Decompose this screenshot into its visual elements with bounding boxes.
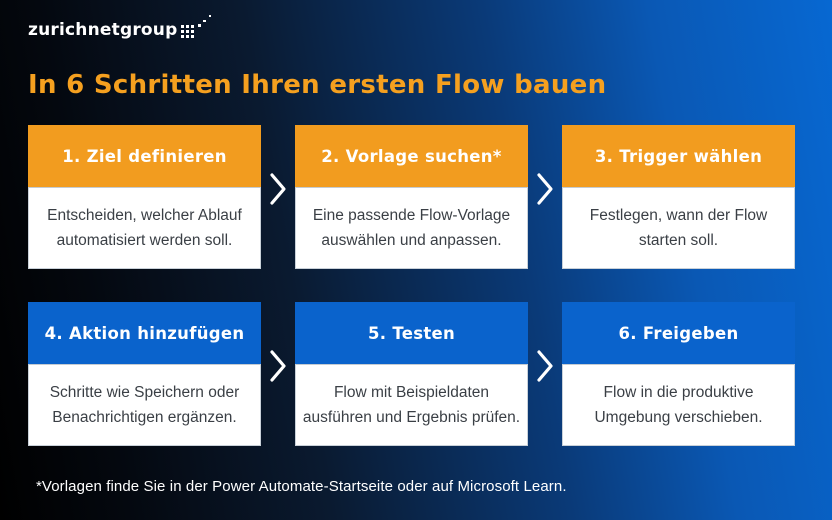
- step-2-description: Eine passende Flow-Vorlage auswählen und…: [295, 187, 528, 269]
- step-card-4: 4. Aktion hinzufügen Schritte wie Speich…: [28, 302, 261, 446]
- step-6-title: 6. Freigeben: [562, 302, 795, 364]
- chevron-right-icon: [261, 125, 295, 269]
- page-title: In 6 Schritten Ihren ersten Flow bauen: [28, 70, 607, 100]
- step-4-title: 4. Aktion hinzufügen: [28, 302, 261, 364]
- step-1-description: Entscheiden, welcher Ablauf automatisier…: [28, 187, 261, 269]
- step-5-title: 5. Testen: [295, 302, 528, 364]
- step-2-title: 2. Vorlage suchen*: [295, 125, 528, 187]
- step-3-title: 3. Trigger wählen: [562, 125, 795, 187]
- step-3-description: Festlegen, wann der Flow starten soll.: [562, 187, 795, 269]
- logo: zurichnetgroup: [28, 0, 795, 40]
- chevron-right-icon: [261, 302, 295, 446]
- step-card-5: 5. Testen Flow mit Beispieldaten ausführ…: [295, 302, 528, 446]
- step-card-1: 1. Ziel definieren Entscheiden, welcher …: [28, 125, 261, 269]
- steps-row-1: 1. Ziel definieren Entscheiden, welcher …: [28, 125, 795, 269]
- step-5-description: Flow mit Beispieldaten ausführen und Erg…: [295, 364, 528, 446]
- step-6-description: Flow in die produktive Umgebung verschie…: [562, 364, 795, 446]
- pixel-trail-icon: [181, 14, 217, 40]
- chevron-right-icon: [528, 125, 562, 269]
- step-card-3: 3. Trigger wählen Festlegen, wann der Fl…: [562, 125, 795, 269]
- logo-text: zurichnetgroup: [28, 20, 178, 40]
- footnote: *Vorlagen finde Sie in der Power Automat…: [36, 478, 567, 495]
- steps-row-2: 4. Aktion hinzufügen Schritte wie Speich…: [28, 302, 795, 446]
- step-card-6: 6. Freigeben Flow in die produktive Umge…: [562, 302, 795, 446]
- infographic: zurichnetgroup In 6 Schritten Ihren erst…: [28, 0, 795, 495]
- chevron-right-icon: [528, 302, 562, 446]
- step-card-2: 2. Vorlage suchen* Eine passende Flow-Vo…: [295, 125, 528, 269]
- step-4-description: Schritte wie Speichern oder Benachrichti…: [28, 364, 261, 446]
- step-1-title: 1. Ziel definieren: [28, 125, 261, 187]
